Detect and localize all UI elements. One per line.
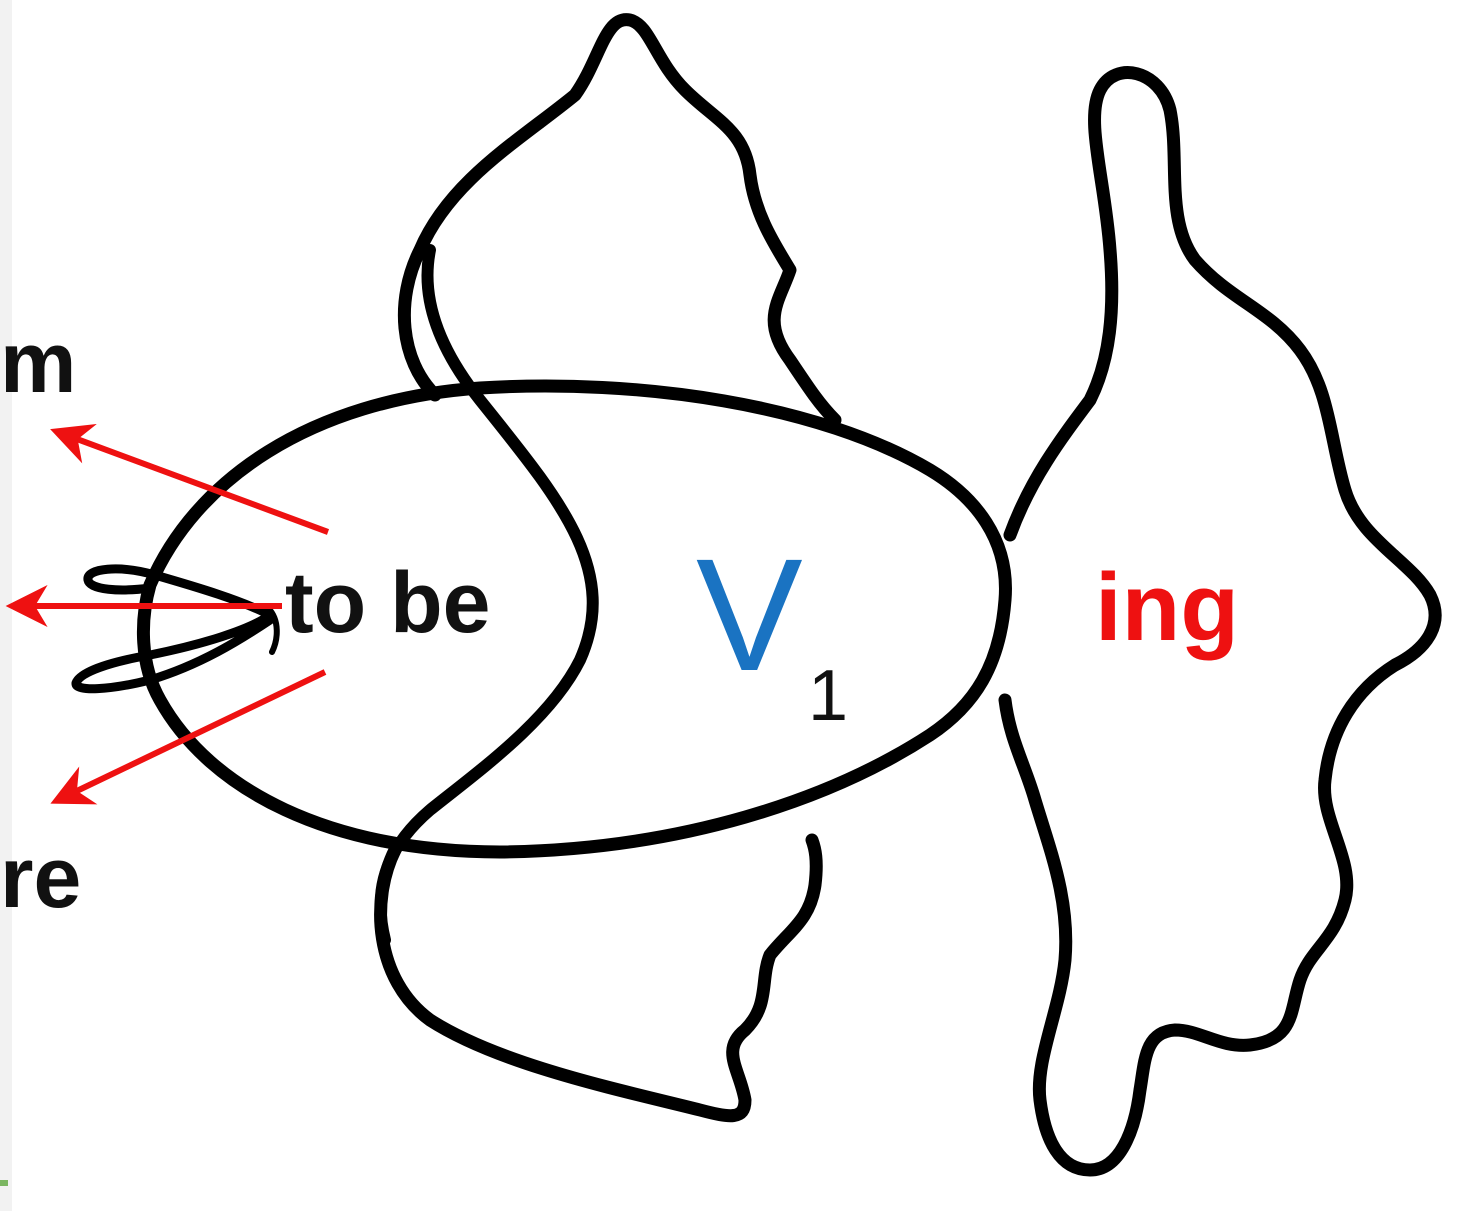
top-fin [397, 13, 842, 427]
arrow-to-are [50, 669, 327, 805]
tail [998, 66, 1442, 1177]
label-are: re [0, 830, 82, 926]
mouth-hook [265, 605, 280, 655]
fish-outline-icon [71, 13, 1442, 1177]
label-verb-subscript: 1 [808, 656, 849, 736]
label-verb: V [696, 525, 803, 704]
fish-body [136, 379, 1012, 859]
mouth-upper [83, 564, 275, 620]
left-edge-accent [0, 1180, 8, 1186]
arrow-to-am [50, 423, 330, 535]
label-am: m [0, 315, 77, 411]
bottom-fin [374, 833, 823, 1123]
label-to-be: to be [285, 555, 491, 651]
gill-curve [374, 244, 599, 946]
red-arrow-icon [5, 423, 330, 805]
mouth-lower [71, 610, 275, 694]
label-ing-suffix: ing [1095, 554, 1239, 661]
